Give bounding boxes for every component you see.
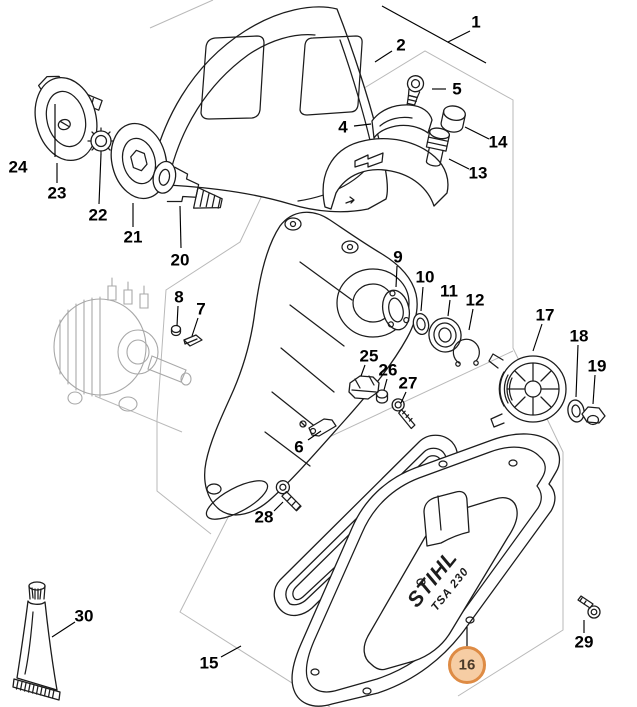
part-label-24[interactable]: 24 [9,158,28,177]
washer-18-drawing [567,399,585,423]
part-label-19[interactable]: 19 [588,357,607,376]
part-label-16[interactable]: 16 [459,657,476,674]
part-label-27[interactable]: 27 [399,374,418,393]
leader-line-20 [179,205,182,249]
adhesive-tube-30-drawing [12,581,61,701]
washer-23-drawing [34,76,98,162]
group-boundaries [94,0,564,707]
rotation-arrow-icon [354,152,384,168]
leader-line-14 [464,126,490,140]
leader-line-30 [51,621,76,638]
leader-line-1 [381,5,487,64]
inner-guard-band-drawing [322,138,449,210]
spindle-20-drawing [152,160,223,209]
leader-line-17 [532,323,543,352]
nut-19-drawing [581,406,606,426]
part-label-20[interactable]: 20 [171,251,190,270]
leader-line-2 [374,50,393,63]
screw-28-drawing [275,480,302,512]
cover-latch-block [423,490,470,547]
gear-housing-drawing [204,211,418,520]
part-label-2[interactable]: 2 [396,36,405,55]
part-label-25[interactable]: 25 [360,347,379,366]
leader-line-1 [447,30,471,43]
leader-line-28 [273,501,284,512]
leader-line-9 [395,265,398,288]
leader-line-13 [448,158,470,170]
part-label-5[interactable]: 5 [452,80,461,99]
part-label-26[interactable]: 26 [379,361,398,380]
blade-guard-drawing [148,6,388,213]
block-7-drawing [183,334,203,347]
part-label-29[interactable]: 29 [575,633,594,652]
part-label-13[interactable]: 13 [469,164,488,183]
part-label-15[interactable]: 15 [200,654,219,673]
bearing-9-drawing [381,289,411,331]
leader-line-7 [191,317,199,337]
leader-line-22 [98,153,102,205]
part-label-18[interactable]: 18 [570,327,589,346]
lever-6-drawing [299,418,337,437]
leader-line-11 [447,299,451,317]
part-label-23[interactable]: 23 [48,184,67,203]
part-label-28[interactable]: 28 [255,508,274,527]
part-label-1[interactable]: 1 [471,13,480,32]
guard-sticker [299,35,363,116]
part-label-8[interactable]: 8 [174,288,183,307]
leader-line-6 [307,430,322,441]
leader-line-4 [353,123,372,127]
motor-ghost-drawing [53,277,192,412]
snap-ring-12-drawing [452,338,480,367]
part-label-11[interactable]: 11 [440,282,458,301]
part-label-7[interactable]: 7 [196,300,205,319]
leader-line-26 [383,378,388,391]
part-label-17[interactable]: 17 [536,306,555,325]
washer-10-drawing [412,312,430,336]
deflector-4-drawing [371,104,433,139]
part-label-30[interactable]: 30 [75,607,94,626]
leader-line-19 [592,374,596,405]
part-label-21[interactable]: 21 [124,228,143,247]
leader-line-25 [360,364,366,377]
leader-line-8 [176,305,179,327]
part-label-10[interactable]: 10 [416,268,435,287]
clutch-17-drawing [488,353,567,428]
screw-5-drawing [406,75,425,108]
lock-washer-22-drawing [87,127,115,155]
belt-cover-drawing: STIHL TSA 230 [291,433,561,707]
highlighted-part-circle[interactable] [448,646,486,684]
screw-27-drawing [391,398,416,430]
part-label-14[interactable]: 14 [489,133,508,152]
nut-26-drawing [375,389,389,404]
guard-window [200,35,265,120]
clamp-25-drawing [348,375,380,400]
leader-line-27 [400,391,407,404]
screw-29-drawing [577,595,601,619]
part-label-12[interactable]: 12 [466,291,485,310]
part-label-22[interactable]: 22 [89,206,108,225]
leader-line-15 [220,645,242,658]
leader-line-12 [468,308,474,331]
plug-13-drawing [425,127,451,167]
cap-14-drawing [440,105,466,133]
nut-8-drawing [170,324,182,337]
leader-line-10 [420,286,424,312]
part-label-9[interactable]: 9 [393,248,402,267]
part-label-4[interactable]: 4 [338,118,348,137]
bearing-11-drawing [428,317,462,353]
leader-line-18 [575,344,579,398]
part-label-6[interactable]: 6 [294,438,303,457]
